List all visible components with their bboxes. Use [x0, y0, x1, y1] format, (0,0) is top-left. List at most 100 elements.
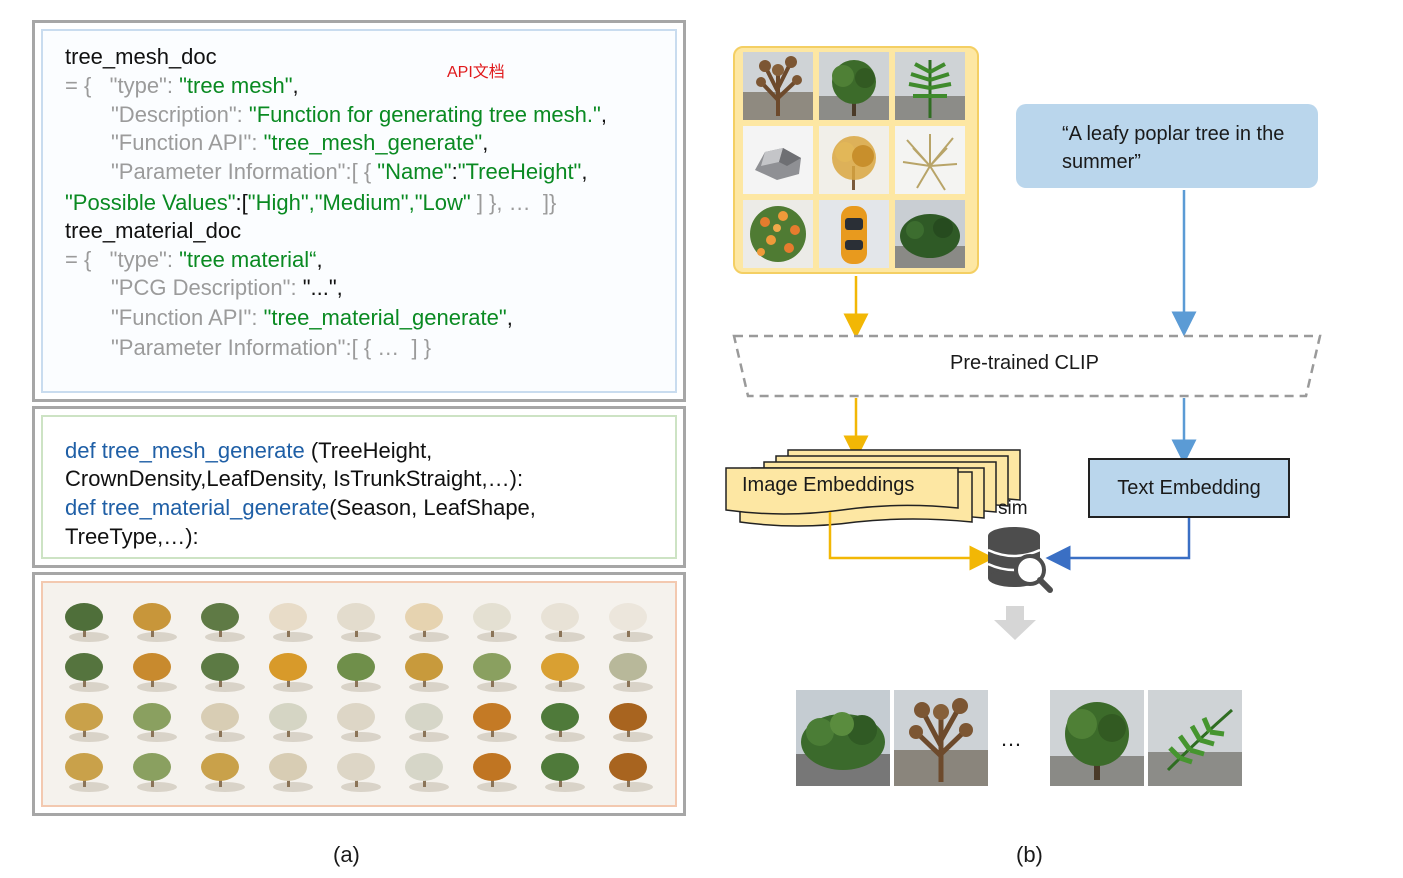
grid-image-fern — [895, 52, 965, 120]
generated-tree-thumbnail — [473, 753, 517, 792]
material-type-key: "type": — [109, 247, 180, 272]
mesh-pv-values: "High","Medium","Low" — [247, 190, 471, 215]
generated-tree-thumbnail — [609, 703, 653, 742]
generated-tree-thumbnail — [65, 653, 109, 692]
generated-tree-thumbnail — [337, 603, 381, 642]
image-embeddings-stack — [725, 449, 1021, 527]
generated-tree-thumbnail — [201, 703, 245, 742]
generated-tree-thumbnail — [405, 603, 449, 642]
mesh-param-key: "Parameter Information":[ { — [111, 159, 378, 184]
mesh-type-key: "type": — [109, 73, 180, 98]
grid-image-shrub — [895, 200, 965, 268]
result-image-shrub — [796, 690, 890, 786]
mesh-desc-comma: , — [600, 102, 607, 127]
grid-image-plant-brown — [743, 52, 813, 120]
generated-tree-thumbnail — [201, 753, 245, 792]
material-function-name: tree_material_generate — [101, 495, 330, 520]
mesh-doc-title-line: tree_mesh_doc — [65, 43, 217, 71]
generated-tree-thumbnail — [65, 703, 109, 742]
text-embedding-label: Text Embedding — [1117, 477, 1261, 499]
database-search-icon — [987, 527, 1053, 593]
generated-tree-thumbnail — [405, 653, 449, 692]
mesh-function-name: tree_mesh_generate — [101, 438, 305, 463]
mesh-pv-close: ] }, … ]} — [470, 190, 557, 215]
text-embedding-box: Text Embedding — [1088, 458, 1290, 518]
function-signature-inner: def tree_mesh_generate (TreeHeight, Crow… — [41, 415, 677, 559]
generated-trees-panel — [32, 572, 686, 816]
results-ellipsis: … — [1000, 726, 1022, 751]
generated-tree-thumbnail — [541, 653, 585, 692]
mesh-api-value: "tree_mesh_generate" — [263, 130, 483, 155]
generated-tree-thumbnail — [133, 653, 177, 692]
material-desc-key: "PCG Description": — [111, 275, 303, 300]
image-embeddings-label: Image Embeddings — [742, 474, 915, 496]
material-param-line: "Parameter Information":[ { … ] } — [111, 334, 431, 362]
text-query: “A leafy poplar tree in the summer” — [1062, 123, 1285, 173]
grid-image-car — [819, 200, 889, 268]
generated-tree-thumbnail — [65, 603, 109, 642]
image-database-grid — [733, 46, 979, 274]
mesh-pv-key: "Possible Values" — [65, 190, 236, 215]
caption-a: (a) — [333, 842, 360, 867]
def-material-line: def tree_material_generate(Season, LeafS… — [65, 494, 536, 522]
material-api-comma: , — [506, 305, 513, 330]
grid-image-grass — [895, 126, 965, 194]
generated-tree-thumbnail — [541, 703, 585, 742]
def-keyword: def — [65, 438, 102, 463]
generated-tree-thumbnail — [405, 753, 449, 792]
mesh-function-args: (TreeHeight, — [304, 438, 433, 463]
mesh-open-brace: = { — [65, 73, 110, 98]
mesh-param-name: "Name" — [377, 159, 452, 184]
generated-tree-thumbnail — [65, 753, 109, 792]
mesh-possible-values-line: "Possible Values":["High","Medium","Low"… — [65, 189, 556, 217]
def-material-args-line: TreeType,…): — [65, 524, 199, 549]
generated-tree-thumbnail — [133, 703, 177, 742]
material-doc-title-line: tree_material_doc — [65, 217, 241, 245]
material-api-line: "Function API": "tree_material_generate"… — [111, 304, 513, 332]
def-keyword: def — [65, 495, 102, 520]
generated-tree-thumbnail — [337, 653, 381, 692]
text-embedding-to-db-arrow — [1045, 518, 1191, 571]
text-query-box: “A leafy poplar tree in the summer” — [1016, 104, 1318, 188]
generated-tree-thumbnail — [541, 753, 585, 792]
material-param-text: "Parameter Information":[ { … ] } — [111, 335, 432, 360]
mesh-type-value: "tree mesh" — [179, 73, 293, 98]
mesh-desc-line: "Description": "Function for generating … — [111, 101, 607, 129]
generated-tree-thumbnail — [269, 653, 313, 692]
generated-tree-thumbnail — [541, 603, 585, 642]
grid-image-autumn-tree — [819, 126, 889, 194]
result-image-plant-brown — [894, 690, 988, 786]
result-down-arrow — [994, 606, 1036, 640]
mesh-desc-key: "Description": — [111, 102, 249, 127]
mesh-desc-value: "Function for generating tree mesh." — [248, 102, 601, 127]
generated-tree-thumbnail — [201, 603, 245, 642]
def-mesh-line: def tree_mesh_generate (TreeHeight, — [65, 437, 432, 465]
generated-tree-thumbnail — [201, 653, 245, 692]
generated-tree-thumbnail — [133, 753, 177, 792]
generated-tree-thumbnail — [337, 753, 381, 792]
generated-tree-thumbnail — [609, 653, 653, 692]
def-mesh-args-line: CrownDensity,LeafDensity, IsTrunkStraigh… — [65, 466, 524, 491]
material-desc-line: "PCG Description": "...", — [111, 274, 343, 302]
mesh-api-line: "Function API": "tree_mesh_generate", — [111, 129, 488, 157]
result-image-leafy-tree — [1050, 690, 1144, 786]
mesh-api-comma: , — [482, 130, 489, 155]
generated-tree-thumbnail — [609, 603, 653, 642]
image-embeddings-to-db-arrow — [828, 512, 995, 571]
mesh-type-line: = { "type": "tree mesh", — [65, 72, 299, 100]
generated-tree-thumbnail — [609, 753, 653, 792]
api-doc-note: API文档 — [447, 64, 505, 81]
clip-label: Pre-trained CLIP — [950, 352, 1099, 374]
material-open-brace: = { — [65, 247, 110, 272]
clip-trapezoid — [732, 334, 1322, 398]
mesh-param-colon: : — [451, 159, 458, 184]
sim-label: sim — [998, 498, 1028, 519]
generated-tree-thumbnail — [405, 703, 449, 742]
mesh-api-key: "Function API": — [111, 130, 264, 155]
material-type-comma: , — [316, 247, 323, 272]
api-doc-inner: tree_mesh_doc API文档 = { "type": "tree me… — [41, 29, 677, 393]
material-desc-comma: , — [336, 275, 343, 300]
grid-image-leafy-tree — [819, 52, 889, 120]
material-function-args: (Season, LeafShape, — [329, 495, 536, 520]
